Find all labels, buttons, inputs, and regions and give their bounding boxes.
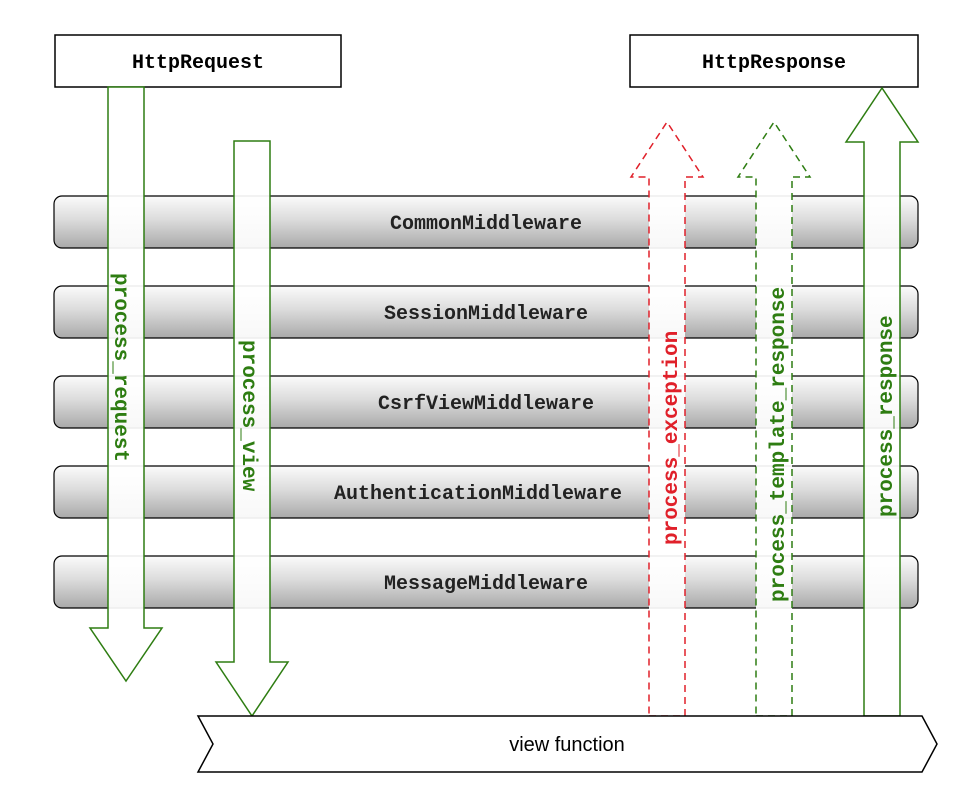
process-view-label: process_view xyxy=(236,340,259,492)
middleware-label: CommonMiddleware xyxy=(390,213,582,236)
http-response-label: HttpResponse xyxy=(702,52,846,75)
middleware-label: AuthenticationMiddleware xyxy=(334,483,622,506)
process-response-label: process_response xyxy=(876,315,899,517)
middleware-label: MessageMiddleware xyxy=(384,573,588,596)
process-response-arrow: process_response xyxy=(844,86,920,717)
view-function-label: view function xyxy=(509,734,625,756)
process-request-arrow: process_request xyxy=(88,86,164,683)
middleware-label: CsrfViewMiddleware xyxy=(378,393,594,416)
arrows: process_request process_view process_exc… xyxy=(88,86,920,718)
http-request-label: HttpRequest xyxy=(132,52,264,75)
view-function-banner: view function xyxy=(196,715,938,773)
process-exception-label: process_exception xyxy=(661,331,684,545)
process-view-arrow: process_view xyxy=(214,140,290,718)
process-exception-arrow: process_exception xyxy=(629,120,705,717)
middleware-label: SessionMiddleware xyxy=(384,303,588,326)
process-template-response-label: process_template_response xyxy=(768,287,791,602)
http-request-box: HttpRequest xyxy=(54,34,342,88)
http-response-box: HttpResponse xyxy=(629,34,919,88)
process-request-label: process_request xyxy=(108,273,131,462)
process-template-response-arrow: process_template_response xyxy=(736,120,812,717)
